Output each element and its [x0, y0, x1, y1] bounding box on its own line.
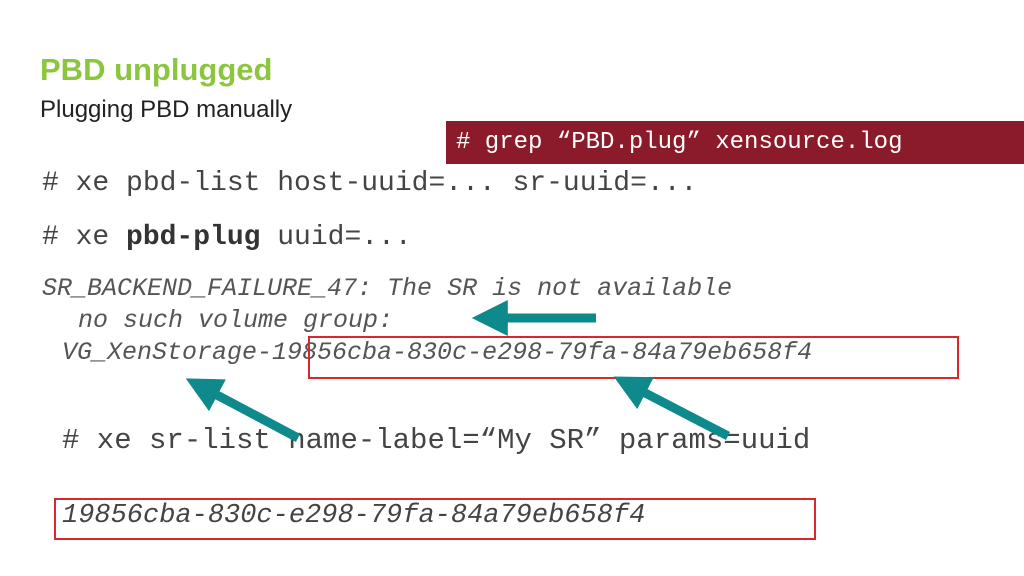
slide-title: PBD unplugged [40, 52, 273, 87]
arrow-up-left-icon [613, 376, 731, 440]
pbd-plug-command: # xe pbd-plug uuid=... [42, 222, 412, 253]
result-highlight-box [54, 498, 816, 540]
grep-command-box: # grep “PBD.plug” xensource.log [446, 121, 1024, 164]
error-line-1: SR_BACKEND_FAILURE_47: The SR is not ava… [42, 274, 733, 303]
error-line-2: no such volume group: [78, 306, 394, 335]
result-uuid: 19856cba-830c-e298-79fa-84a79eb658f4 [62, 501, 646, 531]
error-line-3: VG_XenStorage-19856cba-830c-e298-79fa-84… [62, 338, 813, 367]
sr-list-command: # xe sr-list name-label=“My SR” params=u… [62, 424, 811, 457]
pbd-list-command: # xe pbd-list host-uuid=... sr-uuid=... [42, 168, 698, 199]
pbd-plug-keyword: pbd-plug [126, 222, 261, 253]
slide-subtitle: Plugging PBD manually [40, 96, 293, 123]
arrow-up-left-icon [185, 378, 301, 442]
pbd-plug-suffix: uuid=... [260, 222, 412, 253]
pbd-plug-prefix: # xe [42, 222, 127, 253]
